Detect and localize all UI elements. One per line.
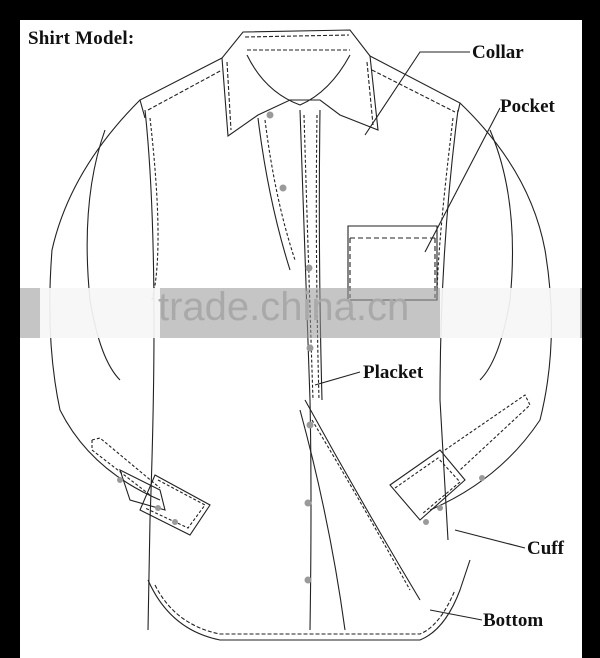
diagram-title: Shirt Model: [28, 28, 135, 49]
label-collar: Collar [472, 42, 524, 63]
diagram-canvas: trade.china.cn Shirt Model: Collar Pocke… [20, 20, 582, 658]
shirt-drawing [49, 29, 552, 641]
watermark-band [20, 288, 582, 338]
label-bottom: Bottom [483, 610, 544, 631]
collar-shape [221, 29, 379, 138]
label-placket: Placket [363, 362, 424, 383]
label-pocket: Pocket [500, 96, 555, 117]
buttons [117, 111, 485, 584]
label-cuff: Cuff [527, 538, 564, 559]
watermark-text: trade.china.cn [158, 285, 410, 329]
